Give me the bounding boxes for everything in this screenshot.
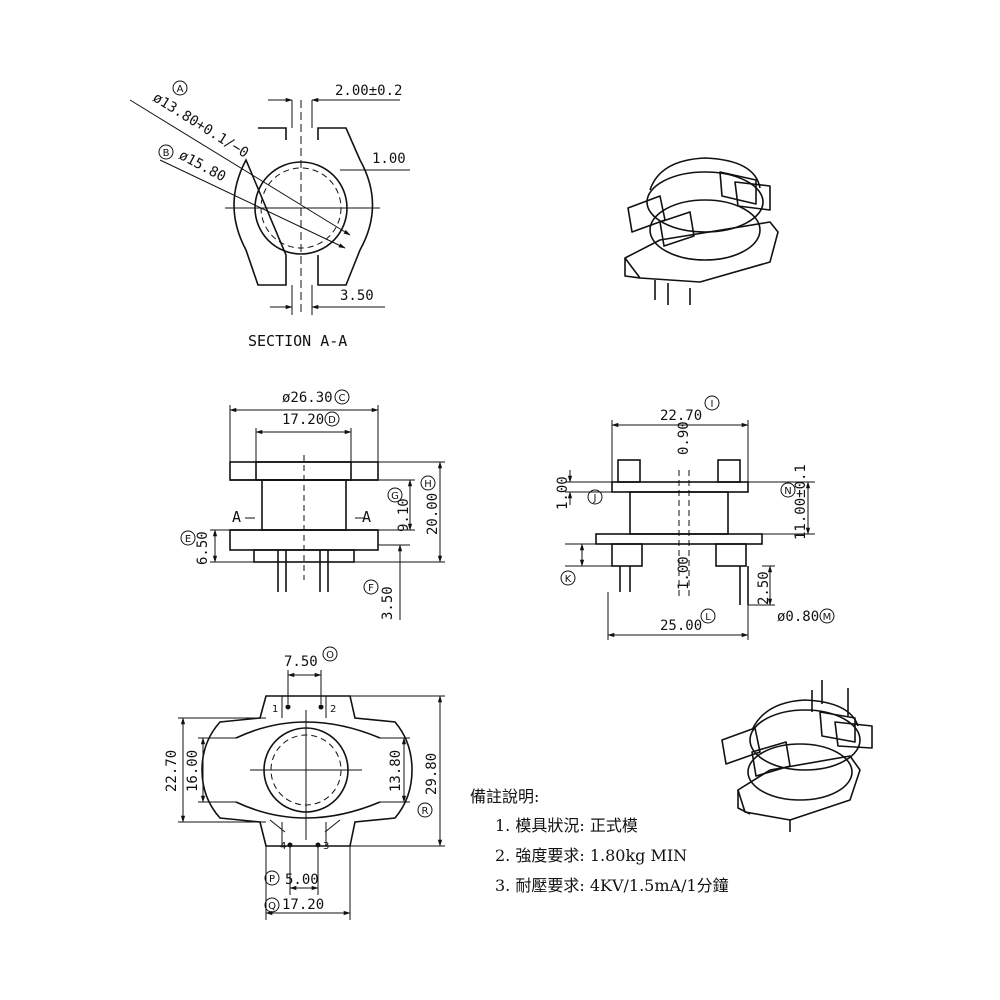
side-view: 22.70 I 0.90 1.00 J 11.00±0.1 N 1.00 K 2… (555, 395, 835, 640)
dim-i: 22.70 (660, 408, 702, 424)
pin-1-label: 1 (272, 704, 278, 715)
marker-b: B (163, 148, 170, 159)
dim-top: 0.90 (676, 421, 692, 455)
section-title: SECTION A-A (248, 332, 347, 350)
dim-l: 25.00 (660, 618, 702, 634)
section-a-a-view: A B 2.00±0.2 1.00 3.50 ø13.80+0.1/−0 ø15… (129, 80, 410, 350)
dim-left-outer: 22.70 (164, 750, 180, 792)
marker-p: P (269, 874, 275, 885)
dim-f: 3.50 (380, 586, 396, 620)
dim-h: 20.00 (425, 493, 441, 535)
section-mark-right: A (362, 508, 371, 526)
marker-k: K (565, 574, 572, 585)
marker-r: R (422, 806, 429, 817)
dim-p: 5.00 (285, 872, 319, 888)
marker-l: L (705, 612, 711, 623)
marker-a: A (177, 84, 184, 95)
note-line-1: 1. 模具狀況: 正式模 (495, 816, 638, 835)
dim-k: 1.00 (676, 556, 692, 590)
notes-heading: 備註說明: (470, 787, 540, 806)
dim-bottom-slot: 3.50 (340, 288, 374, 304)
marker-d: D (328, 415, 336, 426)
dim-flange-diameter: ø26.30 (282, 390, 333, 406)
note-line-3: 3. 耐壓要求: 4KV/1.5mA/1分鐘 (495, 876, 729, 895)
marker-j: J (593, 493, 597, 504)
section-mark-left: A (232, 508, 241, 526)
dim-wall: 1.00 (372, 151, 406, 167)
pin-3-label: 3 (323, 841, 329, 852)
dim-pin-length: 2.50 (756, 571, 772, 605)
marker-o: O (326, 650, 334, 661)
marker-e: E (185, 534, 191, 545)
dim-right-outer: 29.80 (424, 753, 440, 795)
dim-j: 1.00 (555, 476, 571, 510)
marker-h: H (424, 479, 432, 490)
marker-f: F (368, 583, 374, 594)
isometric-view-bottom (721, 680, 873, 832)
marker-m: M (823, 612, 832, 623)
pin-4-label: 4 (280, 841, 286, 852)
dim-o: 7.50 (284, 654, 318, 670)
marker-i: I (711, 399, 714, 410)
dim-n: 11.00±0.1 (793, 464, 809, 540)
dim-g: 9.10 (396, 498, 412, 532)
dim-left-inner: 16.00 (185, 750, 201, 792)
note-line-2: 2. 強度要求: 1.80kg MIN (495, 846, 688, 865)
marker-g: G (391, 491, 399, 502)
dim-m: ø0.80 (777, 609, 819, 625)
dim-e: 6.50 (195, 531, 211, 565)
dim-slot-width: 2.00±0.2 (335, 83, 402, 99)
marker-n: N (784, 486, 791, 497)
isometric-view-top (624, 157, 779, 305)
dim-q: 17.20 (282, 897, 324, 913)
marker-c: C (339, 393, 346, 404)
bottom-view: 1 2 4 3 7.50 O 22.70 16.00 13.80 29.80 R (164, 646, 445, 920)
marker-q: Q (268, 901, 276, 912)
dim-core-width: 17.20 (282, 412, 324, 428)
dim-right-inner: 13.80 (388, 750, 404, 792)
pin-2-label: 2 (330, 704, 336, 715)
front-view: A A ø26.30 C 17.20 D 9.10 G 20.00 H 6.50… (180, 389, 445, 620)
